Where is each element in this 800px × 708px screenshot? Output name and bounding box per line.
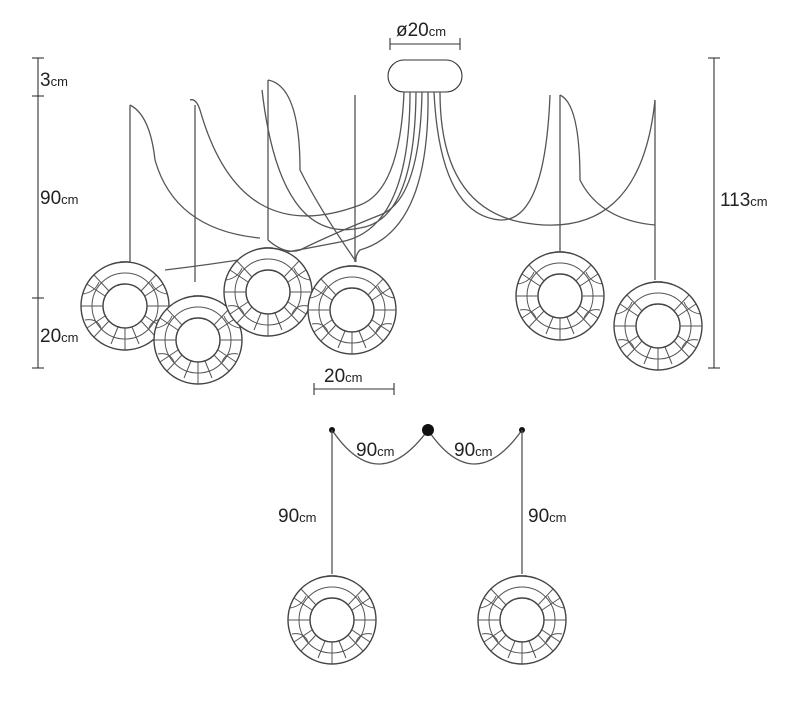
ceiling-canopy [387, 59, 463, 93]
shade-height-value: 20 [40, 326, 61, 347]
svg-text:20cm: 20cm [40, 326, 78, 347]
pendant-lamp [477, 575, 567, 665]
right-drop-value: 90 [528, 506, 549, 527]
svg-text:3cm: 3cm [40, 70, 68, 91]
pendant-lamp [515, 251, 605, 341]
svg-text:90cm: 90cm [278, 506, 316, 527]
total-height-value: 113 [720, 190, 750, 211]
svg-text:20cm: 20cm [324, 366, 362, 387]
svg-text:90cm: 90cm [40, 188, 78, 209]
canopy-diameter-dimension: ø20cm [389, 20, 461, 50]
left-span-value: 90 [356, 440, 377, 461]
shade-height-unit: cm [61, 330, 78, 345]
right-span-unit: cm [475, 444, 492, 459]
svg-text:ø20cm: ø20cm [396, 20, 446, 41]
cable-length-unit: cm [61, 192, 78, 207]
canopy-height-unit: cm [51, 74, 68, 89]
detail-labels: 90cm 90cm 90cm 90cm [278, 440, 566, 527]
shade-width-dimension: 20cm [313, 366, 395, 395]
right-span-value: 90 [454, 440, 475, 461]
cable-length-value: 90 [40, 188, 61, 209]
left-drop-value: 90 [278, 506, 299, 527]
right-drop-unit: cm [549, 510, 566, 525]
svg-text:90cm: 90cm [356, 440, 394, 461]
pendant-lamp [287, 575, 377, 665]
shade-width-unit: cm [345, 370, 362, 385]
left-drop-unit: cm [299, 510, 316, 525]
left-span-unit: cm [377, 444, 394, 459]
center-hook-point [422, 424, 434, 436]
installation-detail [287, 424, 567, 665]
total-height-unit: cm [750, 194, 767, 209]
pendant-lamp [307, 265, 397, 355]
pendant-lamp [613, 281, 703, 371]
svg-text:113cm: 113cm [720, 190, 768, 211]
shade-width-value: 20 [324, 366, 345, 387]
pendant-lamp [223, 247, 313, 337]
canopy-height-value: 3 [40, 70, 51, 91]
left-height-dimension: 3cm 90cm 20cm [32, 57, 78, 369]
svg-text:90cm: 90cm [454, 440, 492, 461]
canopy-diameter-value: ø20 [396, 20, 429, 41]
total-height-dimension: 113cm [708, 57, 768, 369]
cables [129, 79, 656, 282]
canopy-diameter-unit: cm [429, 24, 446, 39]
svg-text:90cm: 90cm [528, 506, 566, 527]
